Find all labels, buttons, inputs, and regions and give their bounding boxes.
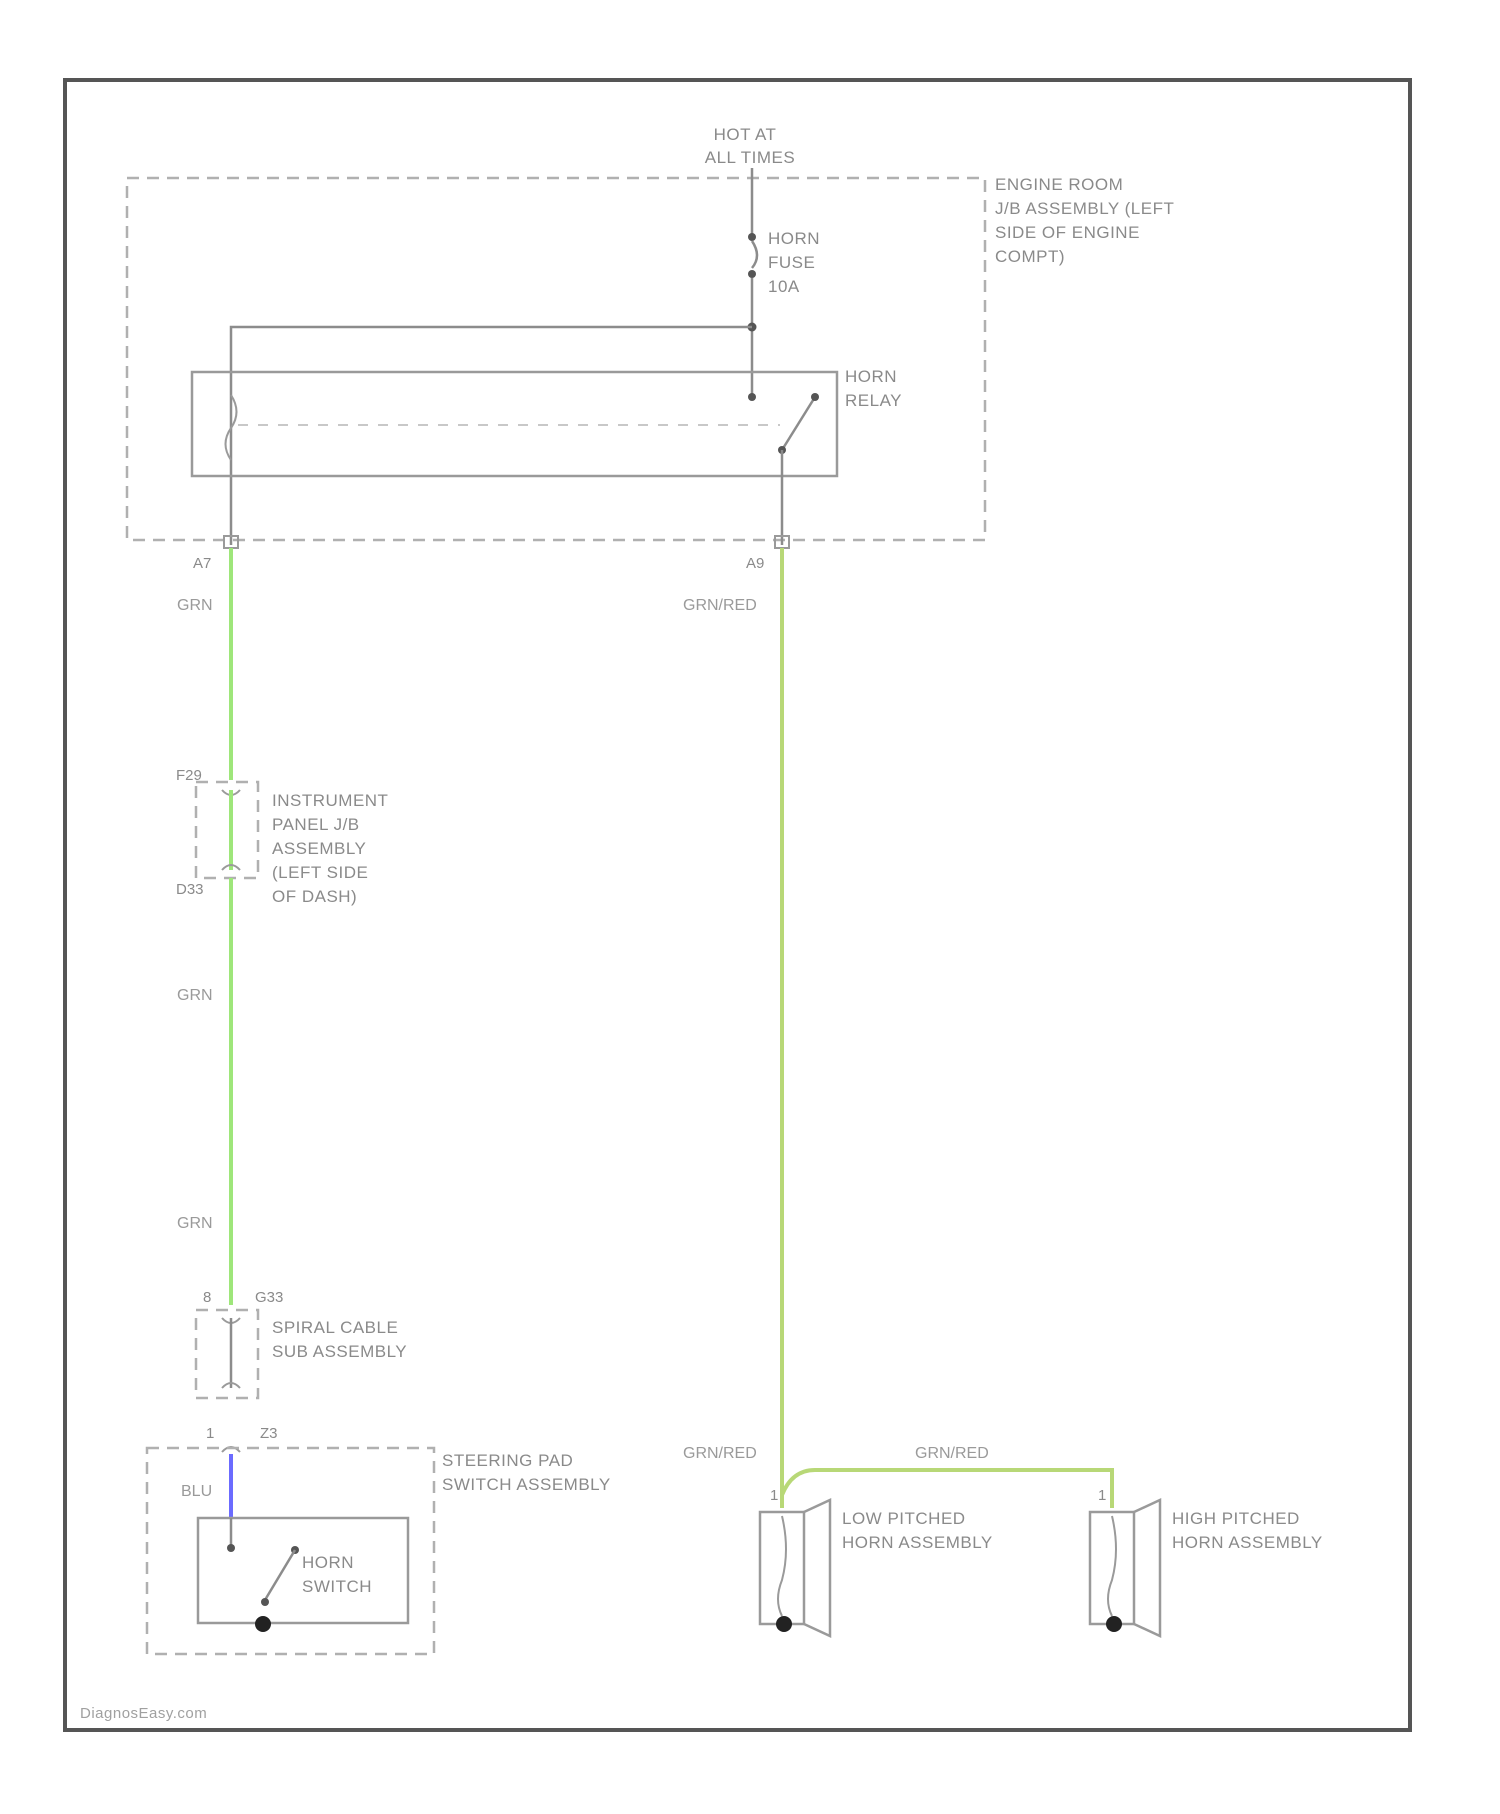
engine-room-jb-box	[127, 178, 985, 540]
spiral-cable-label-2: SUB ASSEMBLY	[272, 1342, 407, 1361]
wire-label-grn-2: GRN	[177, 987, 213, 1004]
instrument-jb-label-3: ASSEMBLY	[272, 839, 366, 858]
high-horn-body	[1090, 1512, 1134, 1624]
wire-label-grn-3: GRN	[177, 1215, 213, 1232]
fuse-symbol	[752, 241, 757, 268]
pin-c1: 1	[206, 1425, 214, 1442]
fuse-terminal-top	[748, 233, 756, 241]
instrument-jb-label-1: INSTRUMENT	[272, 791, 388, 810]
pin-a9: A9	[746, 555, 764, 572]
wire-label-gry-red-2: GRN/RED	[683, 1445, 757, 1462]
wire-label-blu: BLU	[181, 1483, 212, 1500]
pin-g33: G33	[255, 1289, 283, 1306]
horn-relay-label-2: RELAY	[845, 391, 902, 410]
wire-label-gry-red-1: GRN/RED	[683, 597, 757, 614]
relay-switch-arm	[782, 397, 815, 450]
power-label-line2: ALL TIMES	[705, 148, 795, 167]
engine-room-jb-label-4: COMPT)	[995, 247, 1065, 266]
relay-contact-moving	[811, 393, 819, 401]
pin-high-horn-1: 1	[1098, 1487, 1106, 1504]
wire-label-grn-1: GRN	[177, 597, 213, 614]
low-horn-label-1: LOW PITCHED	[842, 1509, 966, 1528]
high-horn-label-1: HIGH PITCHED	[1172, 1509, 1300, 1528]
steering-pad-label-1: STEERING PAD	[442, 1451, 573, 1470]
low-horn-coil	[778, 1516, 786, 1616]
horn-relay-label-1: HORN	[845, 367, 897, 386]
watermark-text: DiagnosEasy.com	[80, 1705, 207, 1722]
high-horn-ground-icon	[1106, 1616, 1122, 1632]
spiral-cable-label-1: SPIRAL CABLE	[272, 1318, 398, 1337]
horn-fuse-label-1: HORN	[768, 229, 820, 248]
instrument-jb-label-4: (LEFT SIDE	[272, 863, 368, 882]
low-horn-ground-icon	[776, 1616, 792, 1632]
relay-contact-fixed	[748, 393, 756, 401]
coil-feed-wire	[231, 327, 752, 545]
instrument-jb-label-2: PANEL J/B	[272, 815, 360, 834]
instrument-jb-label-5: OF DASH)	[272, 887, 357, 906]
wire-label-gry-red-3: GRN/RED	[915, 1445, 989, 1462]
horn-fuse-label-3: 10A	[768, 277, 800, 296]
horn-switch-contact-bottom	[261, 1598, 269, 1606]
horn-fuse-label-2: FUSE	[768, 253, 815, 272]
pin-z3: Z3	[260, 1425, 278, 1442]
pin-low-horn-1: 1	[770, 1487, 778, 1504]
low-horn-body	[760, 1512, 804, 1624]
pin-d33: D33	[176, 881, 204, 898]
horn-switch-label-1: HORN	[302, 1553, 354, 1572]
green-red-wire-branch	[782, 1470, 1112, 1508]
horn-switch-contact-top	[227, 1544, 235, 1552]
fuse-terminal-bottom	[748, 270, 756, 278]
engine-room-jb-label-2: J/B ASSEMBLY (LEFT	[995, 199, 1174, 218]
horn-switch-arm	[265, 1550, 295, 1600]
engine-room-jb-label-1: ENGINE ROOM	[995, 175, 1123, 194]
high-horn-bell	[1134, 1500, 1160, 1636]
power-label-line1: HOT AT	[714, 125, 777, 144]
steering-pad-label-2: SWITCH ASSEMBLY	[442, 1475, 611, 1494]
low-horn-bell	[804, 1500, 830, 1636]
pin-c8: 8	[203, 1289, 211, 1306]
pin-f29: F29	[176, 767, 202, 784]
engine-room-jb-label-3: SIDE OF ENGINE	[995, 223, 1140, 242]
horn-switch-label-2: SWITCH	[302, 1577, 372, 1596]
pin-a7: A7	[193, 555, 211, 572]
horn-switch-ground-icon	[255, 1616, 271, 1632]
high-horn-coil	[1108, 1516, 1116, 1616]
low-horn-label-2: HORN ASSEMBLY	[842, 1533, 993, 1552]
high-horn-label-2: HORN ASSEMBLY	[1172, 1533, 1323, 1552]
instrument-panel-jb-box	[196, 782, 258, 878]
